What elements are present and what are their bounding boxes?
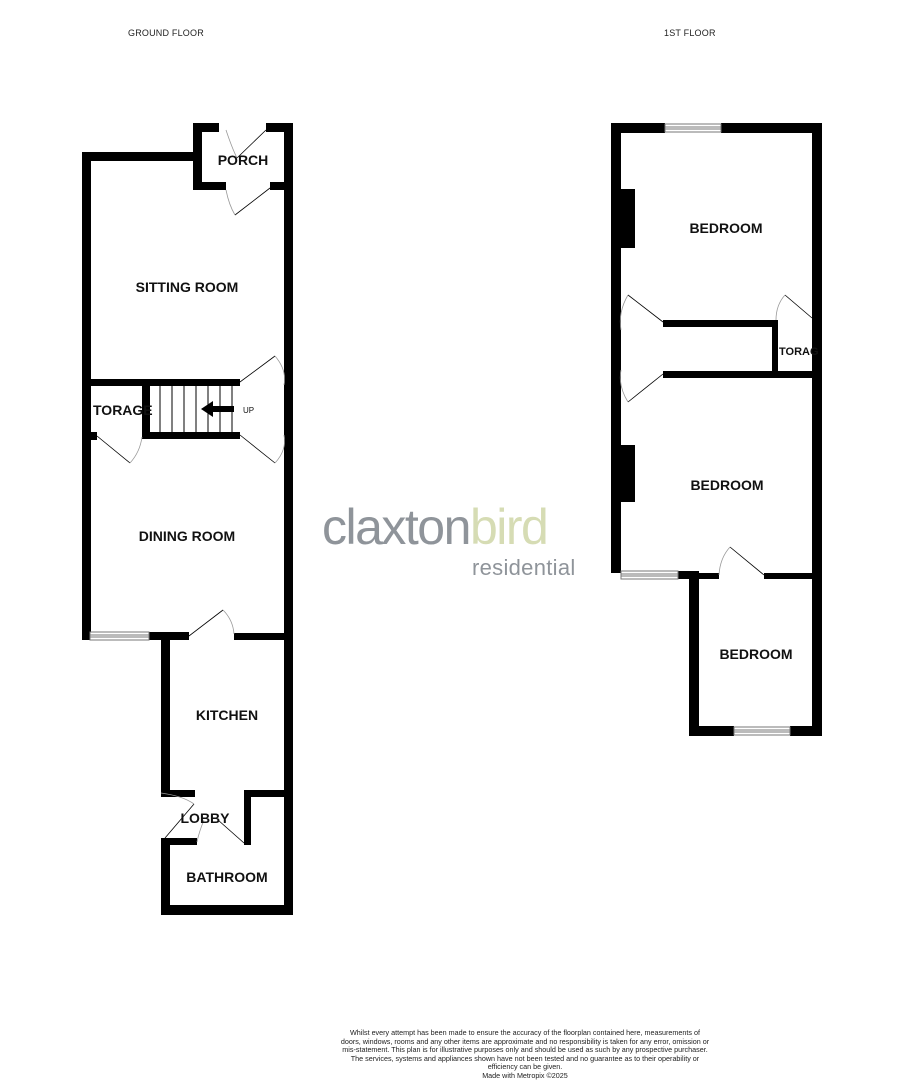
stairs-arrow-icon	[201, 401, 234, 417]
wall	[689, 726, 734, 736]
wall	[266, 123, 293, 132]
wall	[161, 838, 170, 915]
room-label-sitting-room: SITTING ROOM	[136, 279, 239, 295]
door[interactable]	[619, 294, 664, 331]
wall	[234, 633, 293, 640]
window	[620, 570, 679, 580]
disclaimer: Whilst every attempt has been made to en…	[340, 1028, 710, 1081]
wall	[161, 632, 170, 797]
chimney-breast	[621, 189, 635, 248]
door[interactable]	[160, 792, 245, 844]
door[interactable]	[96, 435, 143, 464]
wall	[790, 726, 822, 736]
wall	[689, 571, 699, 736]
window	[89, 631, 150, 641]
room-label-bedroom-1: BEDROOM	[689, 220, 762, 236]
wall	[193, 182, 226, 190]
wall	[142, 432, 240, 439]
door[interactable]	[775, 294, 813, 321]
wall	[82, 379, 240, 386]
wall	[244, 790, 251, 845]
door[interactable]	[619, 369, 664, 403]
wall	[663, 320, 777, 327]
wall	[82, 152, 202, 161]
door[interactable]	[225, 129, 267, 159]
claxtonbird-logo: claxtonbird residential	[322, 499, 582, 580]
window	[733, 726, 791, 736]
door[interactable]	[718, 546, 765, 576]
wall	[161, 838, 197, 845]
wall	[764, 573, 822, 579]
wall	[678, 571, 699, 579]
wall	[611, 123, 621, 573]
wall	[721, 123, 822, 133]
room-label-porch: PORCH	[218, 152, 269, 168]
ground-floor-plan	[82, 123, 293, 915]
door[interactable]	[225, 187, 271, 216]
logo-text-claxton: claxton	[322, 499, 471, 555]
first-floor-plan	[611, 123, 822, 736]
room-label-bathroom: BATHROOM	[186, 869, 267, 885]
chimney-breast	[621, 445, 635, 502]
wall	[270, 182, 293, 190]
wall	[161, 905, 293, 915]
ground-floor-title: GROUND FLOOR	[128, 28, 204, 38]
stairs-up-label: UP	[243, 406, 254, 415]
disclaimer-text: Whilst every attempt has been made to en…	[340, 1028, 710, 1072]
wall	[193, 123, 219, 132]
logo-subtitle: residential	[472, 555, 576, 580]
logo-text-bird: bird	[469, 499, 549, 555]
door[interactable]	[188, 609, 235, 637]
metropix-credit: Made with Metropix ©2025	[482, 1070, 568, 1080]
door[interactable]	[239, 355, 285, 386]
wall	[91, 432, 97, 440]
wall	[772, 320, 778, 375]
room-label-storage: TORAGE	[93, 402, 153, 418]
wall	[699, 573, 719, 579]
first-floor-title: 1ST FLOOR	[664, 28, 716, 38]
wall	[611, 123, 665, 133]
wall	[663, 371, 822, 378]
window	[664, 123, 722, 133]
room-label-storage: TORAG	[779, 346, 819, 358]
door[interactable]	[239, 434, 285, 464]
wall	[244, 790, 293, 797]
wall	[284, 123, 293, 915]
room-label-lobby: LOBBY	[181, 810, 231, 826]
wall	[812, 123, 822, 736]
room-label-bedroom-2: BEDROOM	[690, 477, 763, 493]
wall	[82, 632, 90, 640]
room-label-dining-room: DINING ROOM	[139, 528, 235, 544]
wall	[142, 379, 150, 437]
wall	[82, 152, 91, 640]
wall	[161, 790, 195, 797]
room-label-bedroom-3: BEDROOM	[719, 646, 792, 662]
room-label-kitchen: KITCHEN	[196, 707, 258, 723]
